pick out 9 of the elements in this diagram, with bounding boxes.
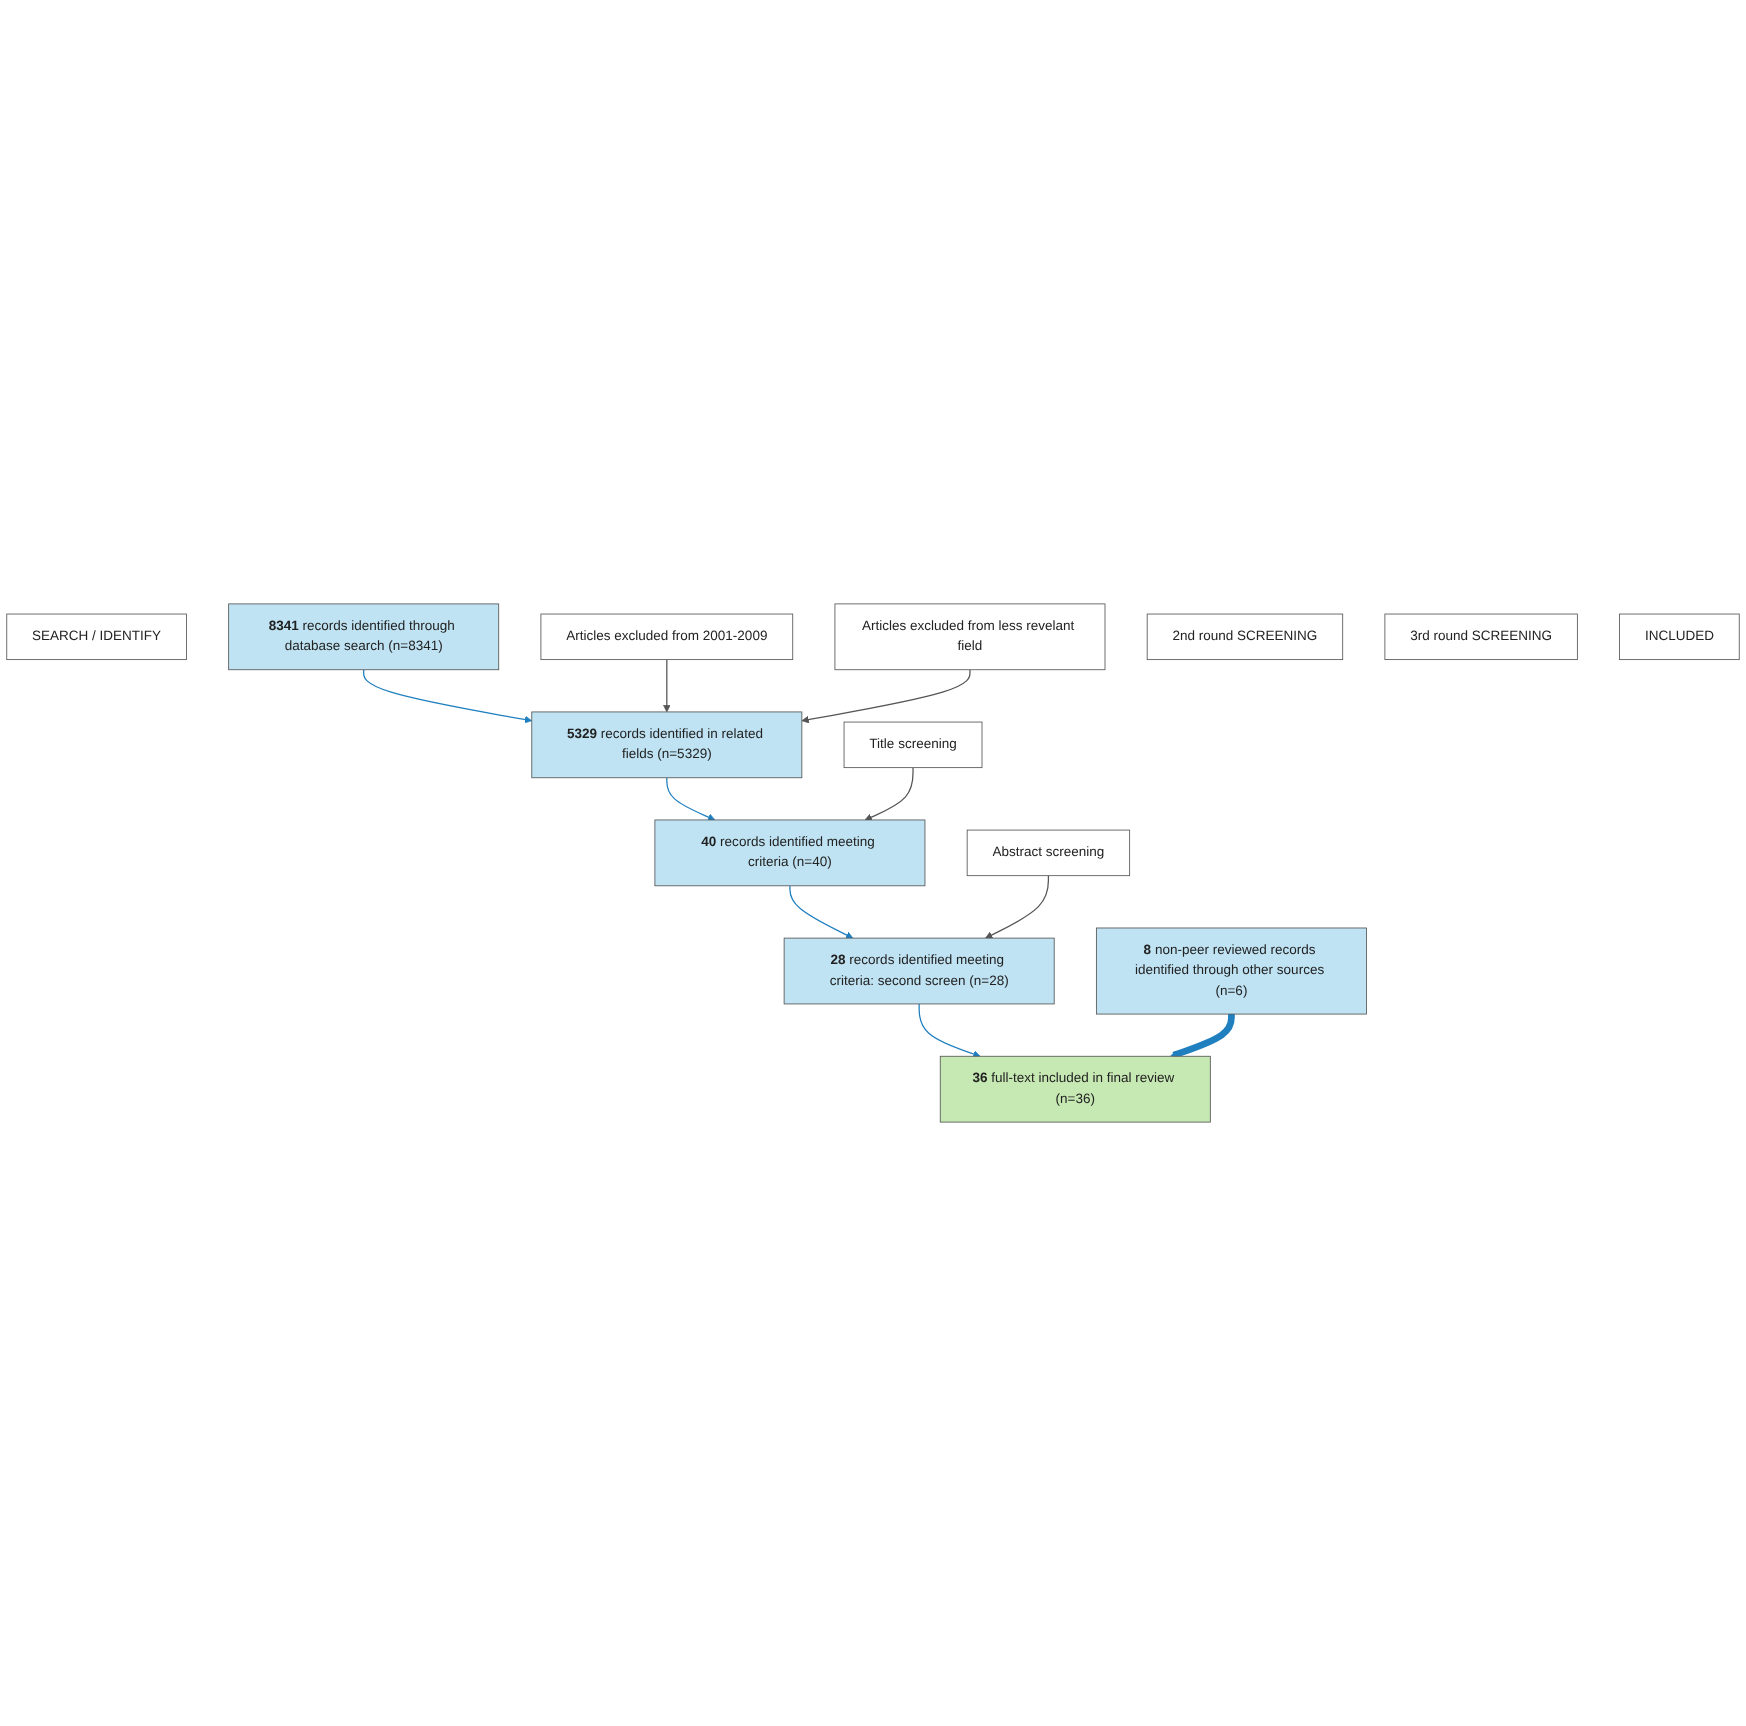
- arrow: [1170, 1014, 1235, 1059]
- arrow: [666, 777, 716, 821]
- arrow: [918, 1003, 981, 1058]
- arrow: [985, 875, 1050, 939]
- arrow: [801, 669, 971, 724]
- arrow: [363, 669, 533, 724]
- arrow: [789, 885, 854, 939]
- arrow: [864, 767, 914, 821]
- arrow: [663, 658, 671, 713]
